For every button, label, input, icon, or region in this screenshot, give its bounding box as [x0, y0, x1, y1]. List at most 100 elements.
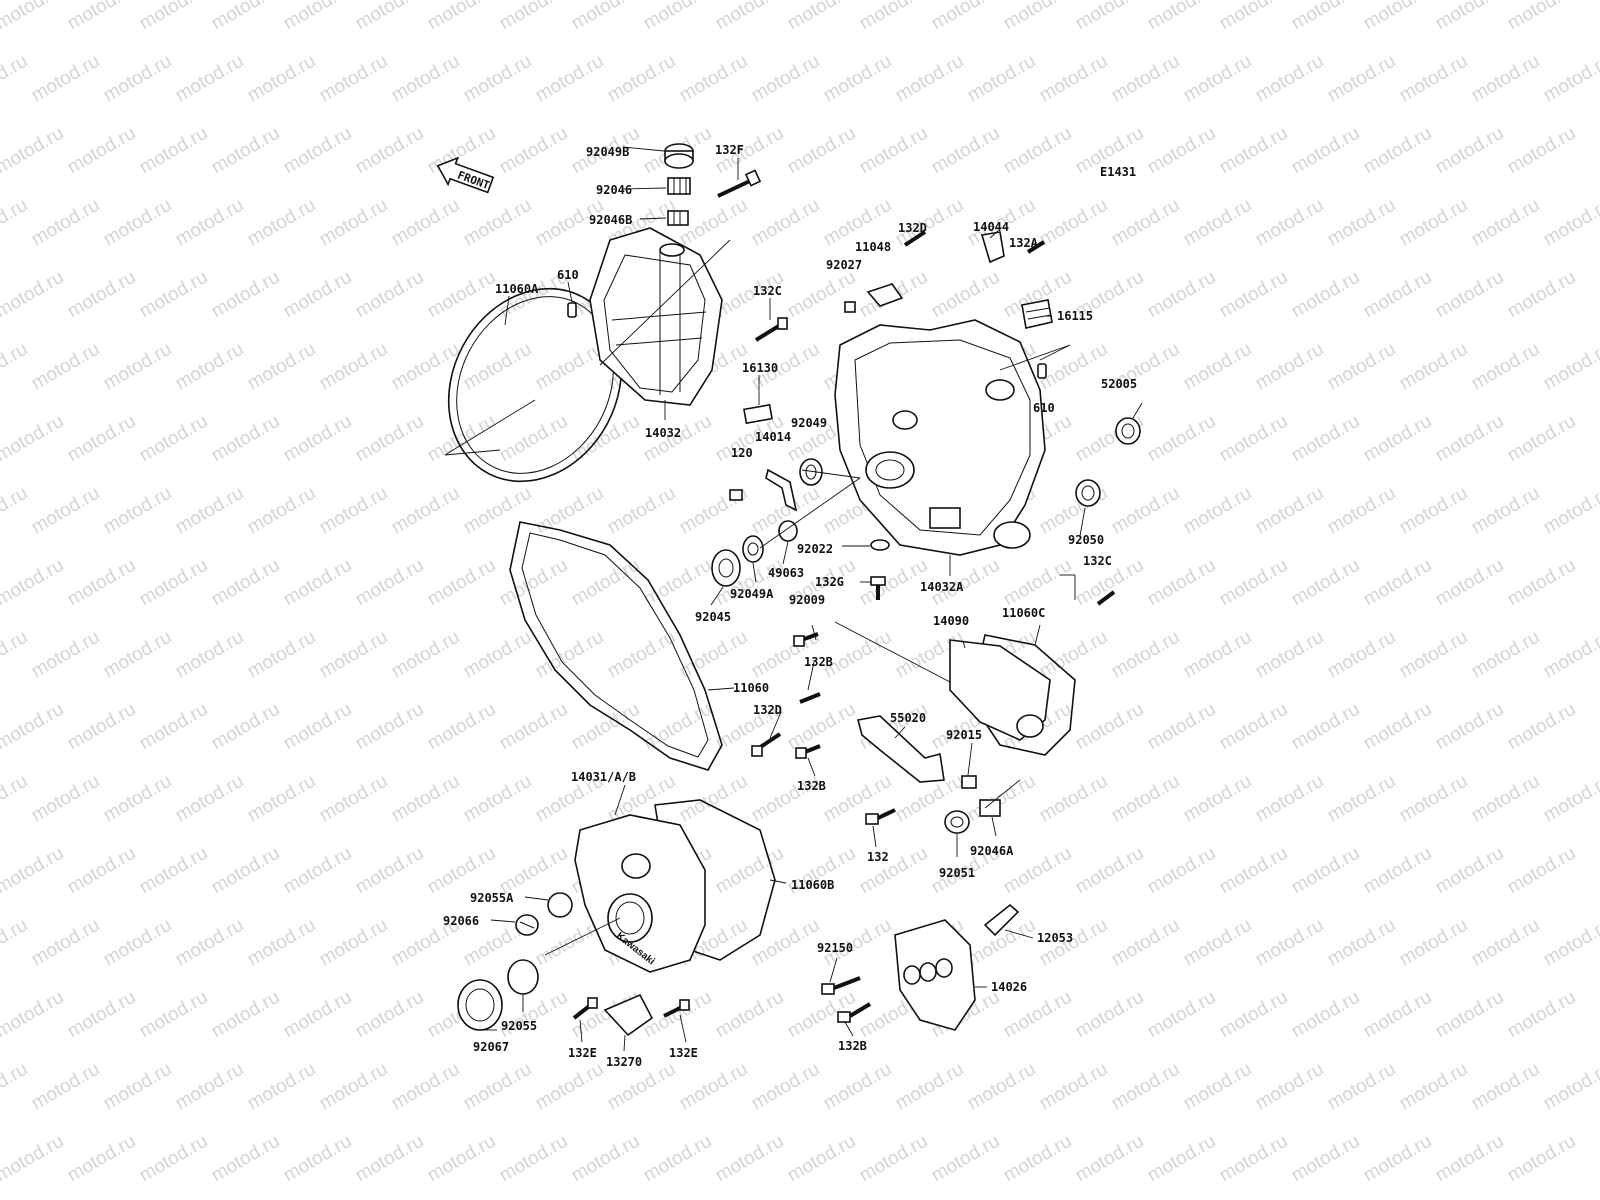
watermark-text: motod.ru — [460, 771, 535, 827]
watermark-text: motod.ru — [388, 483, 463, 539]
label-132: 132 — [867, 850, 889, 864]
watermark-text: motod.ru — [1108, 771, 1183, 827]
watermark-text: motod.ru — [280, 699, 355, 755]
bolt-132G — [870, 576, 886, 600]
watermark-text: motod.ru — [1144, 411, 1219, 467]
watermark-text: motod.ru — [64, 843, 139, 899]
watermark-text: motod.ru — [352, 843, 427, 899]
watermark-text: motod.ru — [1540, 195, 1600, 251]
watermark-text: motod.ru — [244, 483, 319, 539]
watermark-text: motod.ru — [1504, 123, 1579, 179]
watermark-text: motod.ru — [244, 915, 319, 971]
watermark-text: motod.ru — [1108, 195, 1183, 251]
bolt-132E-a — [572, 997, 598, 1020]
watermark-text: motod.ru — [460, 483, 535, 539]
watermark-text: motod.ru — [460, 51, 535, 107]
watermark-text: motod.ru — [1252, 483, 1327, 539]
watermark-text: motod.ru — [1504, 843, 1579, 899]
watermark-text: motod.ru — [172, 1059, 247, 1115]
watermark-text: motod.ru — [496, 0, 571, 34]
label-132D-a: 132D — [898, 221, 927, 235]
watermark-text: motod.ru — [64, 0, 139, 34]
watermark-text: motod.ru — [496, 1131, 571, 1187]
label-92055: 92055 — [501, 1019, 537, 1033]
watermark-text: motod.ru — [712, 843, 787, 899]
watermark-text: motod.ru — [784, 267, 859, 323]
dowel-pin-610a — [567, 302, 577, 318]
watermark-text: motod.ru — [100, 51, 175, 107]
watermark-text: motod.ru — [388, 771, 463, 827]
plate-13270 — [603, 993, 654, 1037]
watermark-text: motod.ru — [676, 771, 751, 827]
bolt-132D-a — [903, 230, 927, 247]
watermark-text: motod.ru — [1000, 1131, 1075, 1187]
watermark-text: motod.ru — [1324, 195, 1399, 251]
watermark-text: motod.ru — [424, 1131, 499, 1187]
watermark-text: motod.ru — [0, 1059, 31, 1115]
watermark-text: motod.ru — [676, 627, 751, 683]
watermark-text: motod.ru — [1324, 51, 1399, 107]
watermark-text: motod.ru — [316, 195, 391, 251]
label-610-a: 610 — [557, 268, 579, 282]
bracket-11048 — [866, 283, 904, 307]
watermark-text: motod.ru — [1144, 123, 1219, 179]
watermark-text: motod.ru — [136, 699, 211, 755]
watermark-text: motod.ru — [928, 123, 1003, 179]
watermark-text: motod.ru — [316, 51, 391, 107]
watermark-text: motod.ru — [64, 699, 139, 755]
watermark-text: motod.ru — [208, 411, 283, 467]
watermark-text: motod.ru — [676, 51, 751, 107]
watermark-text: motod.ru — [0, 1131, 67, 1187]
bolt-120 — [729, 489, 743, 501]
watermark-text: motod.ru — [496, 699, 571, 755]
label-16130: 16130 — [742, 361, 778, 375]
watermark-text: motod.ru — [64, 123, 139, 179]
watermark-text: motod.ru — [1288, 123, 1363, 179]
watermark-text: motod.ru — [28, 915, 103, 971]
watermark-text: motod.ru — [1216, 843, 1291, 899]
pipe-14044 — [980, 231, 1005, 264]
watermark-text: motod.ru — [244, 771, 319, 827]
watermark-text: motod.ru — [496, 555, 571, 611]
watermark-text: motod.ru — [1504, 699, 1579, 755]
watermark-text: motod.ru — [28, 339, 103, 395]
label-92046A: 92046A — [970, 844, 1014, 858]
watermark-text: motod.ru — [1324, 915, 1399, 971]
label-52005: 52005 — [1101, 377, 1137, 391]
label-132B-a: 132B — [804, 655, 833, 669]
watermark-text: motod.ru — [280, 843, 355, 899]
dowel-pin-610b — [1037, 363, 1047, 379]
watermark-text: motod.ru — [1216, 555, 1291, 611]
watermark-text: motod.ru — [1072, 699, 1147, 755]
watermark-text: motod.ru — [388, 339, 463, 395]
bolt-132B-b — [795, 744, 821, 759]
watermark-text: motod.ru — [748, 195, 823, 251]
watermark-text: motod.ru — [352, 411, 427, 467]
gasket-11060A — [447, 287, 623, 483]
watermark-text: motod.ru — [532, 627, 607, 683]
watermark-text: motod.ru — [820, 1059, 895, 1115]
watermark-text: motod.ru — [100, 195, 175, 251]
watermark-text: motod.ru — [1288, 699, 1363, 755]
watermark-text: motod.ru — [424, 411, 499, 467]
watermark-text: motod.ru — [100, 339, 175, 395]
watermark-text: motod.ru — [0, 51, 31, 107]
watermark-text: motod.ru — [1108, 51, 1183, 107]
watermark-text: motod.ru — [748, 51, 823, 107]
bolt-132E-b — [663, 999, 690, 1018]
watermark-text: motod.ru — [208, 0, 283, 34]
label-14031: 14031/A/B — [571, 770, 636, 784]
watermark-text: motod.ru — [1180, 195, 1255, 251]
washer-92027 — [844, 301, 856, 313]
watermark-text: motod.ru — [1396, 771, 1471, 827]
label-92150: 92150 — [817, 941, 853, 955]
watermark-text: motod.ru — [1540, 483, 1600, 539]
watermark-text: motod.ru — [1288, 411, 1363, 467]
watermark-text: motod.ru — [568, 1131, 643, 1187]
watermark-text: motod.ru — [604, 51, 679, 107]
watermark-text: motod.ru — [964, 1059, 1039, 1115]
label-92051: 92051 — [939, 866, 975, 880]
outer-cover-14031: Kawasaki — [574, 814, 706, 973]
watermark-text: motod.ru — [100, 627, 175, 683]
